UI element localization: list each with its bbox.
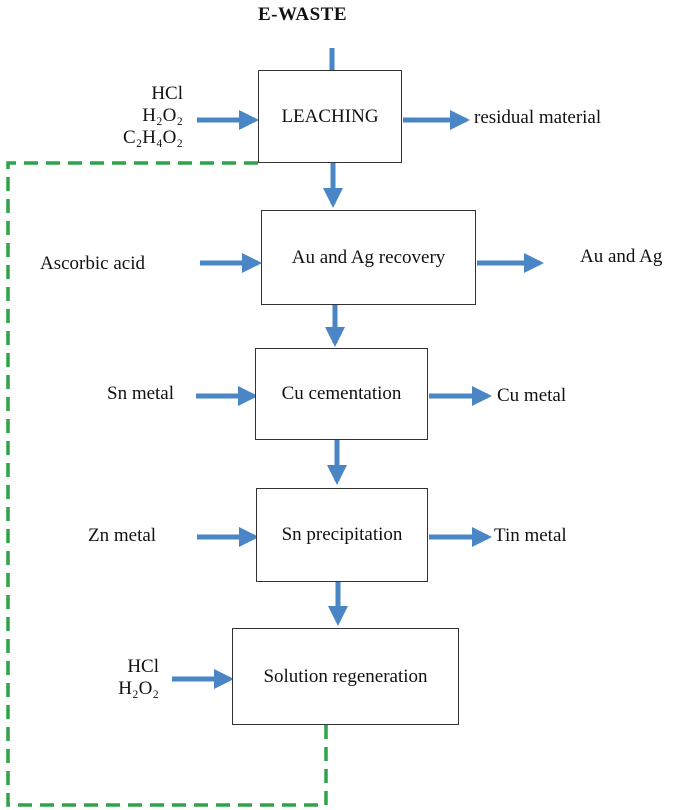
- recovery-output-label: Au and Ag: [580, 246, 663, 267]
- precipitation-output-label: Tin metal: [494, 525, 567, 546]
- cementation-output-label: Cu metal: [497, 385, 567, 406]
- cementation-input-label: Sn metal: [107, 383, 175, 404]
- cu-cementation-label: Cu cementation: [281, 383, 402, 404]
- input-h2o2-2: H₂O₂: [118, 678, 159, 699]
- input-hcl-2: HCl: [127, 656, 159, 677]
- leaching-output-label: residual material: [474, 107, 602, 128]
- cu-cementation-box: Cu cementation: [255, 348, 428, 440]
- au-ag-recovery-label: Au and Ag recovery: [291, 246, 446, 268]
- au-ag-recovery-box: Au and Ag recovery: [261, 210, 476, 305]
- regeneration-inputs: HCl H₂O₂: [118, 656, 159, 700]
- leaching-box: LEACHING: [258, 70, 402, 163]
- leaching-label: LEACHING: [281, 105, 379, 127]
- input-c2h4o2: C₂H₄O₂: [123, 127, 183, 148]
- recovery-input-label: Ascorbic acid: [40, 253, 145, 274]
- ewaste-title: E-WASTE: [258, 4, 348, 25]
- sn-precipitation-box: Sn precipitation: [256, 488, 428, 582]
- leaching-inputs: HCl H₂O₂ C₂H₄O₂: [123, 83, 183, 149]
- solution-regeneration-box: Solution regeneration: [232, 628, 459, 725]
- solution-regeneration-label: Solution regeneration: [263, 665, 428, 687]
- sn-precipitation-label: Sn precipitation: [281, 524, 403, 545]
- input-h2o2: H₂O₂: [142, 105, 183, 126]
- input-hcl: HCl: [151, 83, 183, 104]
- precipitation-input-label: Zn metal: [88, 525, 157, 546]
- recycle-loop-line: [6, 161, 328, 807]
